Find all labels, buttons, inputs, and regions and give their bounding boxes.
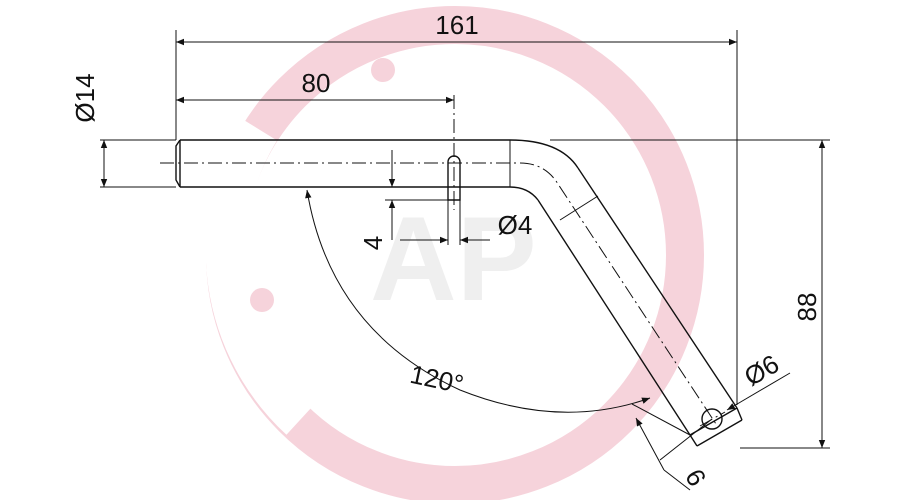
dim-end-offset-tail: [663, 469, 691, 491]
label-height: 88: [792, 293, 822, 322]
leg-centerline: [519, 162, 717, 425]
ext-end-hole: [659, 418, 713, 461]
leg-end-chamfer: [696, 419, 743, 447]
watermark-ring-gap: [205, 119, 314, 435]
label-pin-diameter: Ø4: [498, 210, 533, 240]
end-hole: [701, 408, 723, 430]
label-shaft-diameter: Ø14: [70, 73, 100, 122]
watermark-dot-top: [371, 58, 395, 82]
dim-end-offset-line: [635, 417, 665, 471]
dimension-lines: [100, 38, 826, 491]
leg-end-corner-left: [689, 434, 698, 447]
label-bend-angle: 120°: [407, 359, 466, 400]
label-overall-length: 161: [435, 10, 478, 40]
label-end-offset: 6: [679, 464, 712, 492]
label-straight-length: 80: [302, 68, 331, 98]
watermark-logo: AP: [205, 6, 704, 500]
dim-end-hole-leader: [726, 372, 791, 411]
label-pin-offset: 4: [358, 236, 388, 250]
ext-end-left: [631, 403, 691, 436]
center-lines: [160, 95, 726, 427]
shaft-left-end: [175, 139, 181, 188]
bend-outer-arc: [509, 139, 579, 169]
label-end-hole-diameter: Ø6: [739, 349, 784, 392]
dim-bend-angle-arc: [305, 189, 651, 413]
leg-end-corner-right: [736, 407, 743, 421]
watermark-dot: [250, 288, 274, 312]
pin-hole: [447, 155, 461, 201]
end-hole-centerline: [699, 411, 726, 427]
